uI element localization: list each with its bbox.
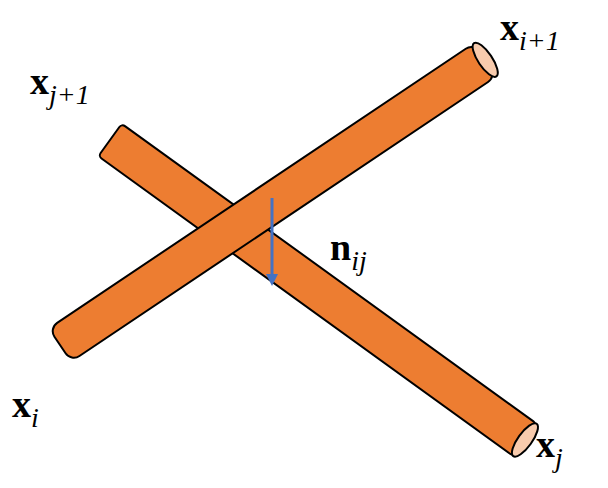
point-label: xj+1 — [30, 62, 90, 100]
point-label: xj — [536, 425, 563, 463]
point-label: xi+1 — [500, 8, 560, 46]
cylinder-i — [49, 39, 502, 361]
point-label: xi — [12, 385, 39, 423]
normal-arrow — [271, 198, 274, 280]
normal-label: nij — [330, 228, 367, 266]
